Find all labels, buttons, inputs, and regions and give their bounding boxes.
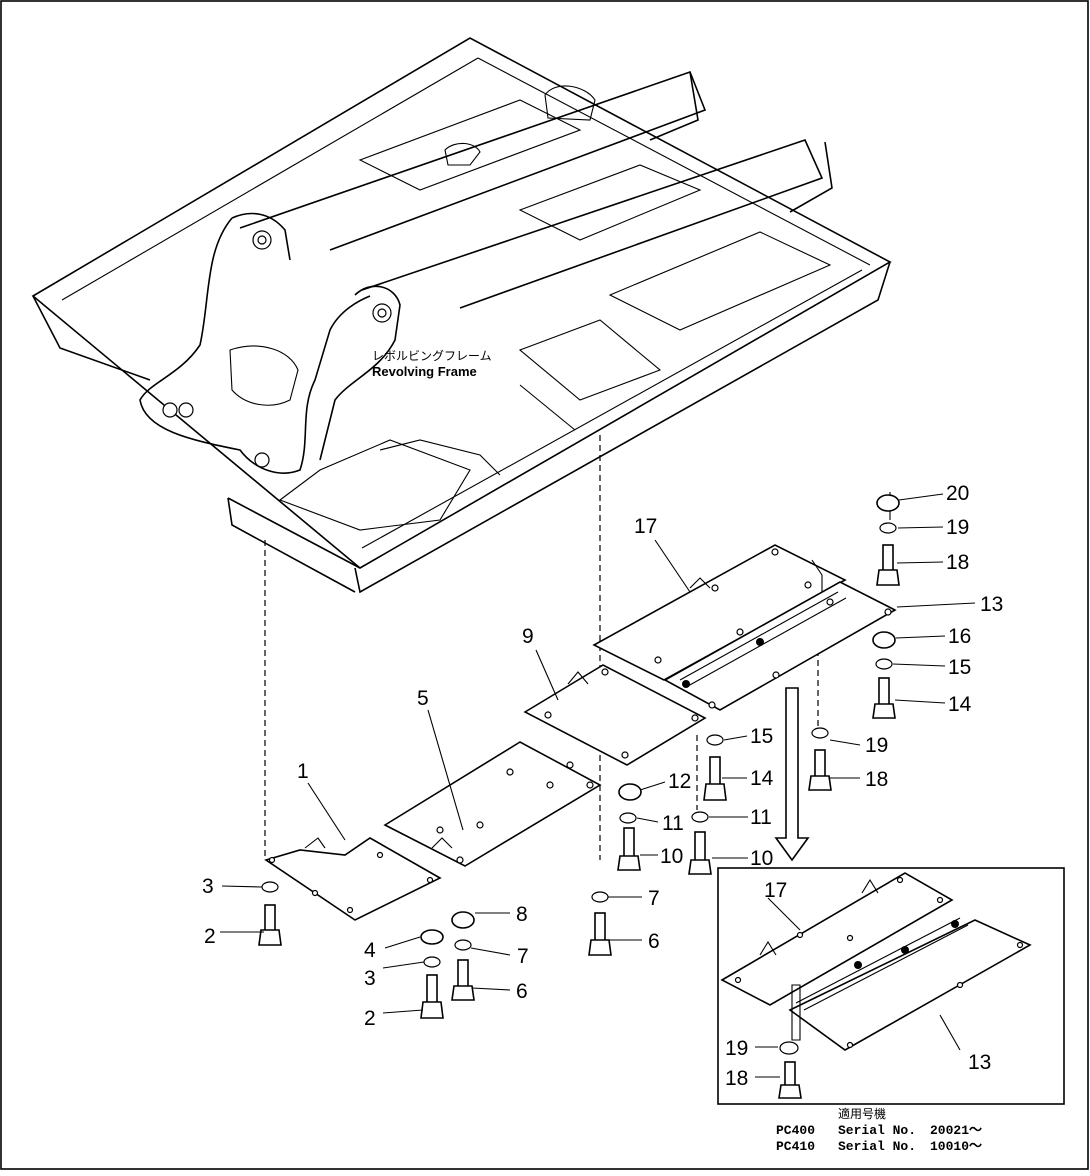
callout-3: 3 (202, 875, 214, 898)
callout-8: 8 (516, 903, 528, 926)
callout-2: 2 (364, 1007, 376, 1030)
inset-drawing (720, 872, 1032, 1099)
fasteners (258, 494, 900, 1019)
callout-15: 15 (750, 725, 773, 748)
serial-row-2-range: 10010～ (930, 1139, 982, 1154)
serial-row-2-model: PC410 (776, 1139, 815, 1154)
detail-arrow (774, 687, 810, 862)
callout-18: 18 (946, 551, 969, 574)
callout-1: 1 (297, 760, 309, 783)
callout-2: 2 (204, 925, 216, 948)
leader-lines (220, 493, 976, 1014)
callout-19: 19 (946, 516, 969, 539)
cover-plate-13 (663, 581, 897, 711)
callout-19: 19 (865, 734, 888, 757)
callout-14: 14 (948, 693, 972, 716)
cover-plate-1 (264, 837, 442, 921)
callout-15: 15 (948, 656, 971, 679)
detail-inset-box (717, 867, 1065, 1105)
callout-13: 13 (968, 1051, 991, 1074)
serial-row-1-model: PC400 (776, 1123, 815, 1138)
callout-17: 17 (764, 879, 787, 902)
callout-6: 6 (648, 930, 660, 953)
frame-label-en: Revolving Frame (372, 364, 477, 379)
serial-row-2-label: Serial No. (838, 1139, 916, 1154)
callout-11: 11 (750, 806, 772, 829)
callout-4: 4 (364, 939, 376, 962)
callout-10: 10 (750, 847, 773, 870)
serial-row-1-label: Serial No. (838, 1123, 916, 1138)
callout-19: 19 (725, 1037, 748, 1060)
callout-17: 17 (634, 515, 657, 538)
callout-5: 5 (417, 687, 429, 710)
callout-3: 3 (364, 967, 376, 990)
callout-13: 13 (980, 593, 1003, 616)
callout-16: 16 (948, 625, 971, 648)
cover-plate-9 (523, 664, 707, 766)
serial-heading: 適用号機 (838, 1106, 886, 1121)
serial-row-1-range: 20021～ (930, 1123, 982, 1138)
callout-7: 7 (517, 945, 529, 968)
callout-18: 18 (725, 1067, 748, 1090)
callout-18: 18 (865, 768, 888, 791)
callout-11: 11 (662, 812, 684, 835)
frame-label-jp: レボルビングフレーム (372, 349, 492, 363)
callout-14: 14 (750, 767, 774, 790)
revolving-frame-drawing (31, 37, 892, 594)
callout-6: 6 (516, 980, 528, 1003)
callout-20: 20 (946, 482, 969, 505)
callout-7: 7 (648, 887, 660, 910)
callout-9: 9 (522, 625, 534, 648)
callout-10: 10 (660, 845, 683, 868)
callout-12: 12 (668, 770, 691, 793)
cover-plate-5 (383, 741, 602, 867)
